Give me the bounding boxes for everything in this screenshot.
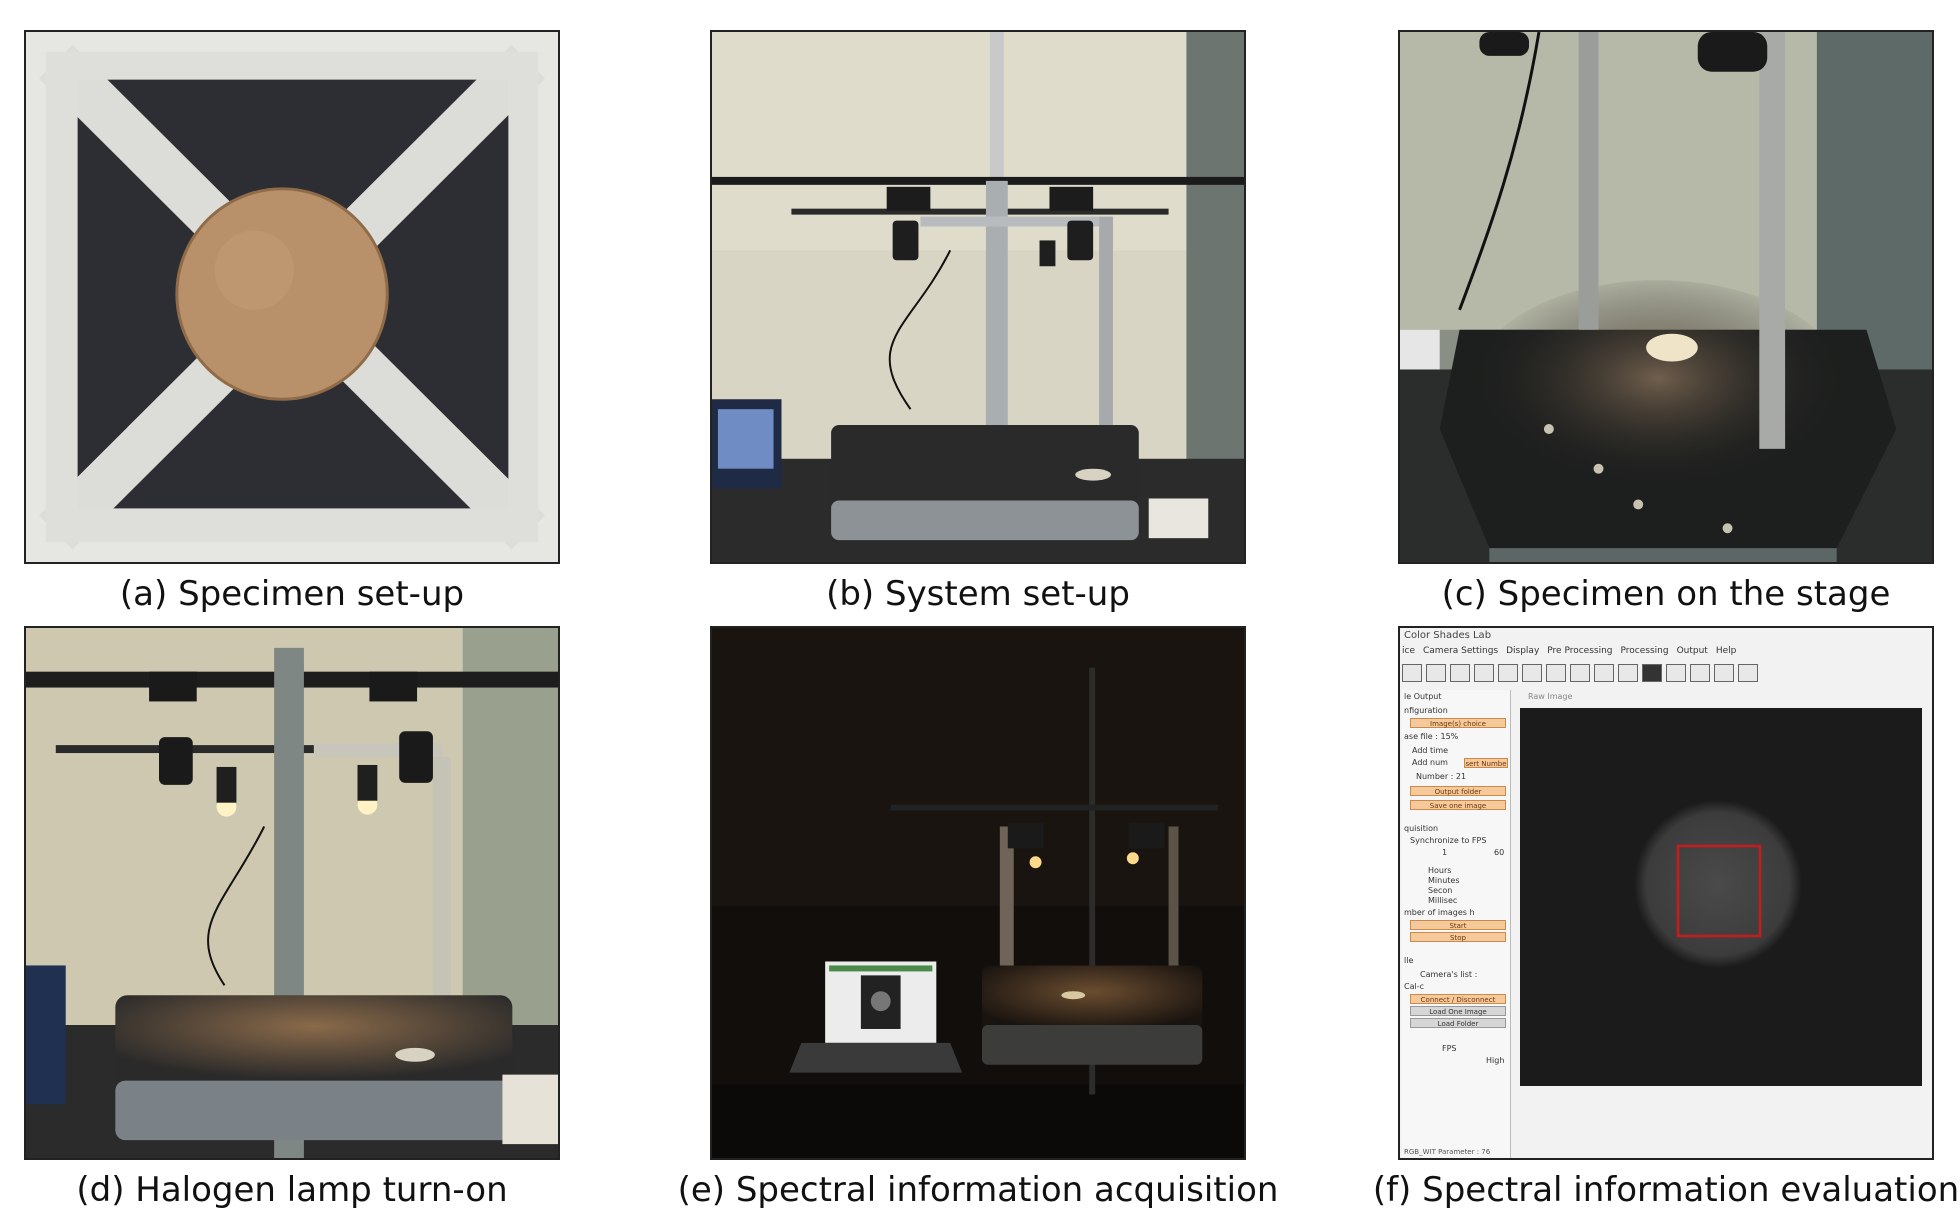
menu-item-display[interactable]: Display — [1506, 646, 1540, 656]
toolbar-button[interactable] — [1474, 664, 1494, 682]
camera-panel-header: lle — [1404, 956, 1414, 965]
menu-item-help[interactable]: Help — [1715, 646, 1737, 656]
toolbar-button[interactable] — [1546, 664, 1566, 682]
caption-d: (d) Halogen lamp turn-on — [76, 1170, 508, 1210]
hours-option[interactable]: Hours — [1428, 866, 1452, 875]
toolbar-button[interactable] — [1618, 664, 1638, 682]
configuration-label: nfiguration — [1404, 706, 1448, 715]
caption-a: (a) Specimen set-up — [119, 574, 465, 614]
load-folder-button[interactable]: Load Folder — [1410, 1018, 1506, 1028]
number-label: Number : 21 — [1416, 772, 1467, 781]
caption-c: (c) Specimen on the stage — [1441, 574, 1891, 614]
number-of-images-label: mber of images h — [1404, 908, 1475, 917]
raw-image-view — [1520, 708, 1922, 1086]
output-folder-button[interactable]: Output folder — [1410, 786, 1506, 796]
fps-label: FPS — [1442, 1044, 1457, 1053]
app-title: Color Shades Lab — [1404, 630, 1492, 641]
image-choice-button[interactable]: Image(s) choice — [1410, 718, 1506, 728]
menu-item-pre-processing[interactable]: Pre Processing — [1547, 646, 1613, 656]
toolbar-button[interactable] — [1714, 664, 1734, 682]
acquisition-label: quisition — [1404, 824, 1439, 833]
spectral-acquisition-image — [712, 628, 1244, 1158]
insert-number-button[interactable]: sert Numbe — [1464, 758, 1508, 768]
caption-b: (b) System set-up — [826, 574, 1130, 614]
roi-rectangle[interactable] — [1676, 844, 1762, 938]
halogen-lamp-image — [26, 628, 558, 1158]
caption-f: (f) Spectral information evaluation — [1372, 1170, 1960, 1210]
minutes-option[interactable]: Minutes — [1428, 876, 1460, 885]
connect-disconnect-button[interactable]: Connect / Disconnect — [1410, 994, 1506, 1004]
specimen-stage-image — [1400, 32, 1932, 562]
photo-specimen-on-stage — [1398, 30, 1934, 564]
toolbar-button[interactable] — [1570, 664, 1590, 682]
toolbar-button[interactable] — [1666, 664, 1686, 682]
fps-max: 60 — [1494, 848, 1505, 857]
millisec-option[interactable]: Millisec — [1428, 896, 1458, 905]
software-screenshot: Color Shades Lab ice Camera Settings Dis… — [1398, 626, 1934, 1160]
menu-item-camera-settings[interactable]: Camera Settings — [1423, 646, 1499, 656]
toolbar-button[interactable] — [1450, 664, 1470, 682]
base-file-label: ase file : 15% — [1404, 732, 1459, 741]
raw-image-tab[interactable]: Raw Image — [1528, 692, 1573, 701]
stop-button[interactable]: Stop — [1410, 932, 1506, 942]
sidebar: le Output nfiguration Image(s) choice as… — [1402, 690, 1511, 1158]
add-num-label[interactable]: Add num — [1412, 758, 1448, 767]
toolbar-button[interactable] — [1642, 664, 1662, 682]
caption-e: (e) Spectral information acquisition — [677, 1170, 1279, 1210]
photo-halogen-lamp — [24, 626, 560, 1160]
high-label: High — [1486, 1056, 1505, 1065]
toolbar-button[interactable] — [1522, 664, 1542, 682]
status-text: RGB_WIT Parameter : 76 — [1404, 1148, 1491, 1156]
save-one-image-button[interactable]: Save one image — [1410, 800, 1506, 810]
sync-fps-label[interactable]: Synchronize to FPS — [1410, 836, 1487, 845]
menu-item-processing[interactable]: Processing — [1620, 646, 1669, 656]
photo-system-setup — [710, 30, 1246, 564]
toolbar-button[interactable] — [1498, 664, 1518, 682]
toolbar-button[interactable] — [1402, 664, 1422, 682]
system-setup-image — [712, 32, 1244, 562]
toolbar — [1402, 664, 1758, 686]
raw-image-canvas — [1520, 708, 1922, 1086]
grid-icon[interactable] — [1738, 664, 1758, 682]
start-button[interactable]: Start — [1410, 920, 1506, 930]
add-time-label[interactable]: Add time — [1412, 746, 1449, 755]
cameras-list-label: Camera's list : — [1420, 970, 1478, 979]
photo-spectral-acquisition — [710, 626, 1246, 1160]
camera-select[interactable]: Cal-c — [1404, 982, 1424, 991]
fps-min: 1 — [1442, 848, 1448, 857]
specimen-disc — [1634, 800, 1802, 968]
load-one-image-button[interactable]: Load One Image — [1410, 1006, 1506, 1016]
menu-bar: ice Camera Settings Display Pre Processi… — [1400, 646, 1932, 660]
specimen-setup-image — [26, 32, 558, 562]
camera-icon[interactable] — [1690, 664, 1710, 682]
toolbar-button[interactable] — [1426, 664, 1446, 682]
photo-specimen-setup — [24, 30, 560, 564]
menu-item-output[interactable]: Output — [1676, 646, 1708, 656]
panel-header: le Output — [1404, 692, 1442, 701]
toolbar-button[interactable] — [1594, 664, 1614, 682]
menu-item-device[interactable]: ice — [1402, 646, 1415, 656]
seconds-option[interactable]: Secon — [1428, 886, 1453, 895]
